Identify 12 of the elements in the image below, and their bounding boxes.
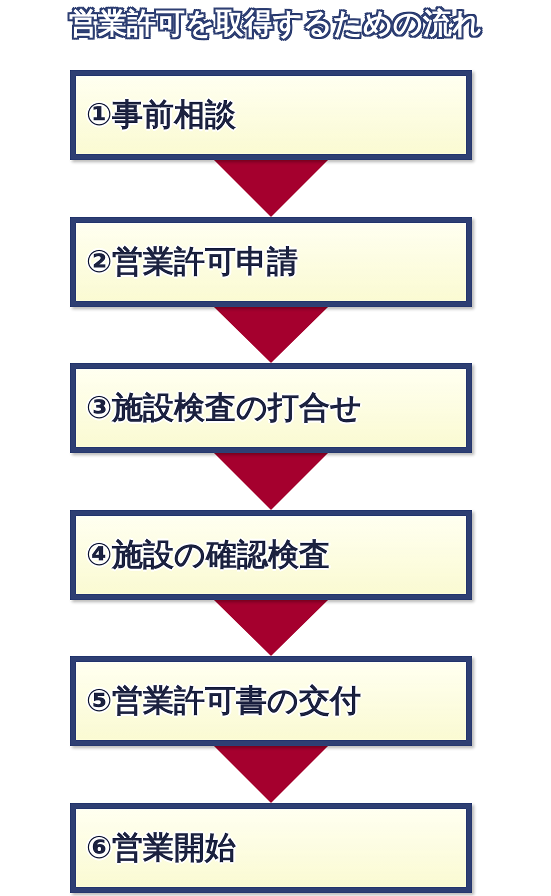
step-box: ⑤営業許可書の交付 (70, 656, 472, 746)
down-arrow (214, 453, 328, 510)
step-box: ⑥営業開始 (70, 803, 472, 893)
down-arrow (214, 160, 328, 217)
step-box: ④施設の確認検査 (70, 510, 472, 600)
title: 営業許可を取得するための流れ (66, 5, 484, 43)
step-box: ①事前相談 (70, 70, 472, 160)
down-arrow (214, 746, 328, 803)
step-box: ②営業許可申請 (70, 217, 472, 307)
step-box: ③施設検査の打合せ (70, 363, 472, 453)
down-arrow (214, 600, 328, 656)
down-arrow (214, 307, 328, 363)
